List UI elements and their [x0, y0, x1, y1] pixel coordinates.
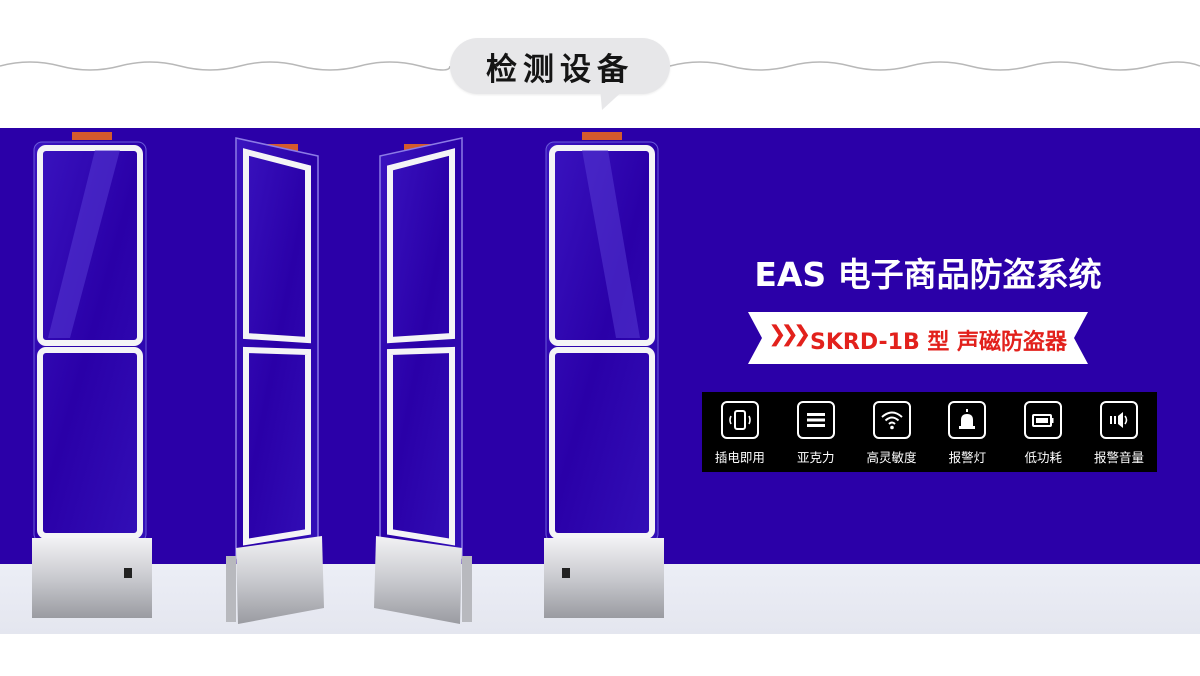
gate-front-right	[544, 132, 664, 618]
feature-label: 低功耗	[1024, 450, 1062, 465]
gate-angled-right	[374, 137, 472, 624]
feature-item: 低功耗	[1010, 401, 1076, 466]
gate-angled-left	[226, 137, 324, 624]
eas-gates-image	[32, 132, 664, 624]
chevron-arrows-icon: ❯❯❯	[768, 322, 811, 347]
feature-label: 插电即用	[714, 450, 765, 465]
feature-item: 插电即用	[707, 401, 773, 466]
feature-item: 报警灯	[934, 401, 1000, 466]
bubble-tail	[600, 88, 626, 110]
feature-item: 高灵敏度	[859, 401, 925, 466]
model-ribbon	[748, 312, 1088, 364]
battery-icon	[1024, 401, 1063, 439]
header: 检测设备	[0, 0, 1200, 128]
divider-line	[0, 61, 1200, 71]
feature-item: 亚克力	[783, 401, 849, 466]
phone-icon	[720, 401, 759, 439]
speaker-icon	[1100, 401, 1139, 439]
model-label: SKRD-1B 型 声磁防盗器	[810, 330, 1068, 355]
wifi-icon	[872, 401, 911, 439]
feature-label: 高灵敏度	[866, 450, 917, 465]
feature-label: 报警灯	[948, 450, 987, 465]
section-title: 检测设备	[486, 51, 634, 88]
product-title: EAS 电子商品防盗系统	[754, 255, 1102, 294]
gate-front-left	[32, 132, 152, 618]
feature-label: 报警音量	[1094, 450, 1145, 465]
features-bar: 插电即用 亚克力 高灵敏度	[702, 392, 1157, 472]
alarm-light-icon	[948, 401, 987, 439]
feature-item: 报警音量	[1086, 401, 1152, 466]
feature-label: 亚克力	[796, 450, 835, 465]
layers-icon	[796, 401, 835, 439]
section-title-bubble: 检测设备	[450, 38, 670, 94]
